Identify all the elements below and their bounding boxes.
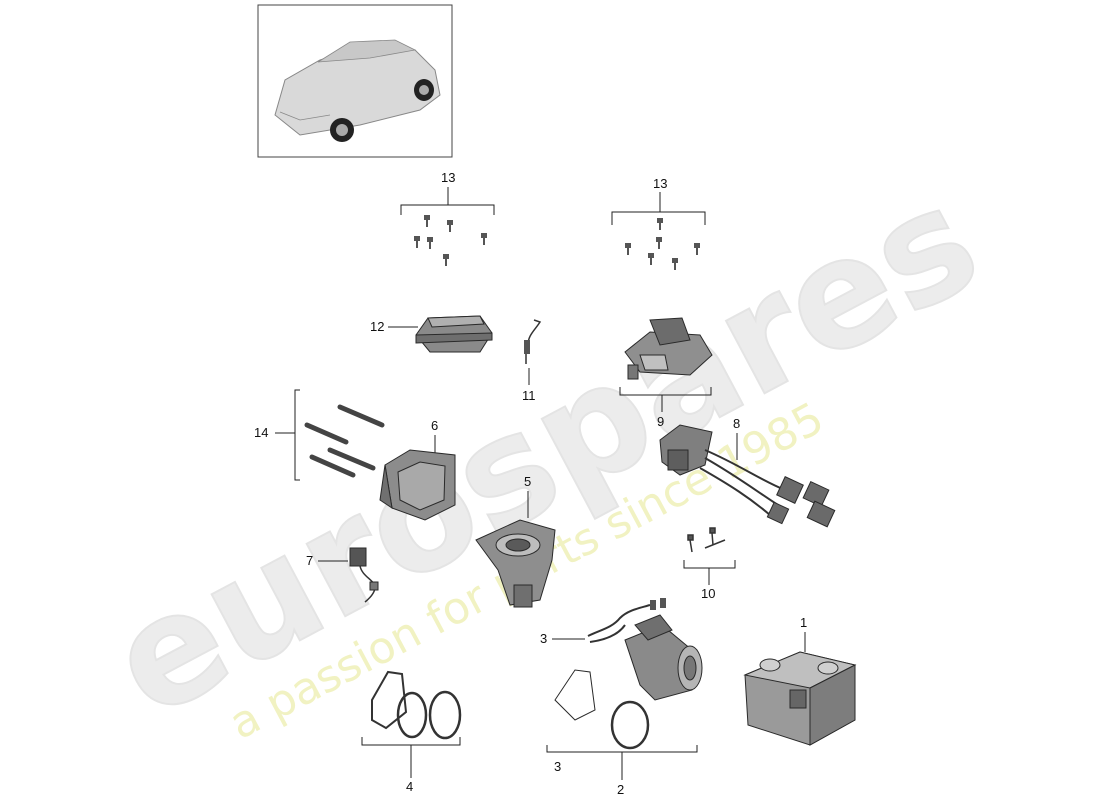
callout-6: 6: [431, 418, 438, 433]
callout-13-right: 13: [653, 176, 667, 191]
car-thumbnail[interactable]: [257, 4, 453, 158]
holder-bracket[interactable]: 9: [619, 317, 713, 429]
control-unit[interactable]: 12: [370, 315, 493, 353]
control-unit-icon: [415, 315, 493, 353]
callout-9: 9: [657, 414, 664, 429]
holder-bracket-icon: [624, 317, 713, 380]
callout-2: 2: [617, 782, 624, 797]
sensor-connector-icon: [349, 547, 379, 603]
gasket-set[interactable]: 4: [361, 670, 462, 794]
callout-3-upper: 3: [540, 631, 547, 646]
combustion-chamber-housing-icon: [475, 519, 556, 608]
fuel-line[interactable]: 3: [540, 598, 666, 646]
bracket-housing[interactable]: 6: [379, 418, 456, 521]
callout-5: 5: [524, 474, 531, 489]
car-suv-thumbnail-icon: [274, 39, 441, 142]
auxiliary-heater[interactable]: 1: [743, 615, 857, 746]
wiring-harness[interactable]: 8: [659, 416, 836, 528]
gasket-set-icon: [371, 670, 462, 740]
screw-set-right[interactable]: 13: [611, 176, 706, 270]
wire-clip[interactable]: 11: [522, 319, 542, 403]
callout-1: 1: [800, 615, 807, 630]
callout-8: 8: [733, 416, 740, 431]
wire-clip-icon: [524, 319, 542, 364]
watermark-brand: eurospares: [85, 153, 1004, 752]
bracket-housing-icon: [379, 449, 456, 521]
screw-icon: [414, 215, 487, 266]
watermark: eurospares a passion for parts since 198…: [84, 152, 1005, 753]
combustion-chamber-housing[interactable]: 5: [475, 474, 556, 608]
callout-14: 14: [254, 425, 268, 440]
screw-set-left[interactable]: 13: [400, 170, 495, 266]
bolt-set[interactable]: 14: [254, 389, 385, 481]
bolt-set-icon: [304, 404, 385, 478]
exhaust-assembly[interactable]: 2 3: [546, 614, 703, 797]
auxiliary-heater-unit-icon: [743, 651, 857, 746]
clamp-set[interactable]: 10: [683, 527, 736, 601]
fuel-line-icon: [587, 598, 666, 643]
wiring-harness-icon: [659, 424, 836, 528]
callout-12: 12: [370, 319, 384, 334]
sensor-connector[interactable]: 7: [306, 547, 379, 603]
callout-11: 11: [522, 388, 536, 403]
screw-icon: [625, 218, 700, 270]
callout-13-left: 13: [441, 170, 455, 185]
callout-10: 10: [701, 586, 715, 601]
exhaust-pipe-icon: [554, 614, 703, 750]
callout-3-lower: 3: [554, 759, 561, 774]
callout-4: 4: [406, 779, 413, 794]
callout-7: 7: [306, 553, 313, 568]
clamp-set-icon: [687, 527, 726, 553]
